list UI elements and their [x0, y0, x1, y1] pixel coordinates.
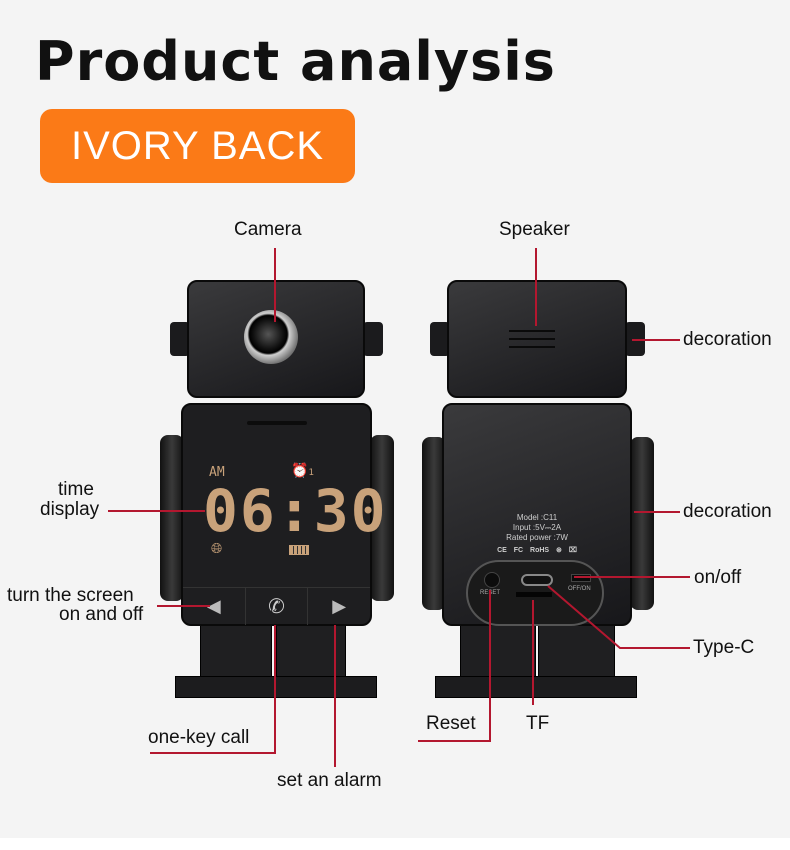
callout-display: display: [40, 499, 100, 520]
cert-marks: CE FC RoHS ⊛ ⌧: [497, 547, 577, 554]
callout-screen-2: on and off: [59, 604, 144, 625]
callout-decoration-top: decoration: [683, 329, 772, 350]
back-base: [435, 676, 637, 698]
battery-icon: [289, 545, 309, 555]
alarm-index: 1: [308, 468, 314, 478]
callout-decoration-mid: decoration: [683, 501, 772, 522]
model-text: Model :C11: [516, 513, 558, 522]
input-text: Input :5V⎓2A: [512, 523, 562, 532]
ivory-back-badge: IVORY BACK: [40, 109, 355, 183]
callout-screen-1: turn the screen: [7, 585, 134, 606]
right-arrow-icon: ▶: [332, 596, 347, 616]
time-display: 06:30: [203, 477, 388, 545]
spec-label: Model :C11 Input :5V⎓2A Rated power :7W …: [444, 513, 630, 556]
callout-typec: Type-C: [693, 637, 755, 658]
front-button-row: ◀ ✆ ▶: [183, 587, 370, 625]
power-text: Rated power :7W: [506, 533, 568, 542]
back-right-arm: [630, 437, 654, 610]
typec-line: [547, 585, 690, 649]
front-slot: [247, 421, 307, 425]
camera-lens-icon: [244, 310, 298, 364]
callout-tf: TF: [526, 713, 550, 734]
call-line: [150, 625, 276, 754]
callout-onoff: on/off: [694, 567, 742, 588]
front-left-ear: [170, 322, 190, 356]
am-indicator: AM: [209, 465, 225, 480]
front-body: AM ⏰1 06:30 🌐︎ ◀ ✆ ▶: [181, 403, 386, 626]
left-arrow-icon: ◀: [206, 596, 221, 616]
bottom-strip: [0, 838, 790, 850]
left-arrow-button[interactable]: ◀: [183, 588, 246, 625]
front-right-ear: [363, 322, 383, 356]
speaker-grille-icon: [509, 324, 555, 354]
front-left-arm: [160, 435, 184, 601]
page-title: Product analysis: [35, 30, 556, 93]
tf-card-slot: [516, 592, 552, 597]
reset-line: [418, 590, 491, 742]
callout-camera: Camera: [234, 219, 302, 240]
right-arrow-button[interactable]: ▶: [308, 588, 370, 625]
phone-icon: ✆: [268, 596, 285, 618]
typec-port: [521, 574, 553, 586]
call-button[interactable]: ✆: [246, 588, 309, 625]
back-left-ear: [430, 322, 450, 356]
callout-reset: Reset: [426, 713, 476, 734]
switch-label: OFF/ON: [568, 586, 591, 592]
front-right-arm: [370, 435, 394, 601]
callout-time: time: [58, 479, 94, 500]
alarm-clock-icon: ⏰1: [291, 463, 314, 479]
callout-alarm: set an alarm: [277, 770, 382, 791]
callout-call: one-key call: [148, 727, 250, 748]
callout-speaker: Speaker: [499, 219, 570, 240]
globe-icon: 🌐︎: [211, 541, 223, 557]
reset-button[interactable]: [484, 572, 500, 588]
